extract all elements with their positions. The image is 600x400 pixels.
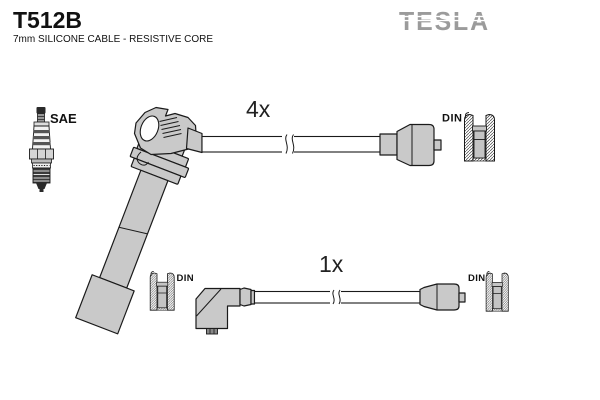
brand-logo: TESLA [397,6,492,36]
sae-label: SAE [50,111,77,126]
main-lead-quantity: 4x [246,96,271,122]
din-label-bottom-left: DIN [177,273,195,284]
coil-boot-icon [75,106,203,335]
coil-lead [195,283,466,335]
coil-boot-grill [159,117,182,138]
straight-connector-icon [419,283,466,311]
cable-break-mark [330,289,341,306]
product-description: 7mm SILICONE CABLE - RESISTIVE CORE [13,34,213,45]
brand-logo-stripe [397,19,492,22]
cable-break-mark [282,134,295,154]
part-number: T512B [13,7,82,33]
din-label-top: DIN [442,113,462,125]
straight-connector-icon [379,123,442,167]
brand-logo-stripe [397,15,492,18]
coil-lead-quantity: 1x [319,251,344,277]
angled-boot-icon [195,287,256,335]
spark-plug-icon [29,107,54,192]
coil-boot-socket [139,115,160,142]
main-lead [201,123,442,167]
header: T512B 7mm SILICONE CABLE - RESISTIVE COR… [13,6,492,45]
coil-boot-clip [136,151,149,166]
din-label-bottom-right: DIN [468,273,486,284]
